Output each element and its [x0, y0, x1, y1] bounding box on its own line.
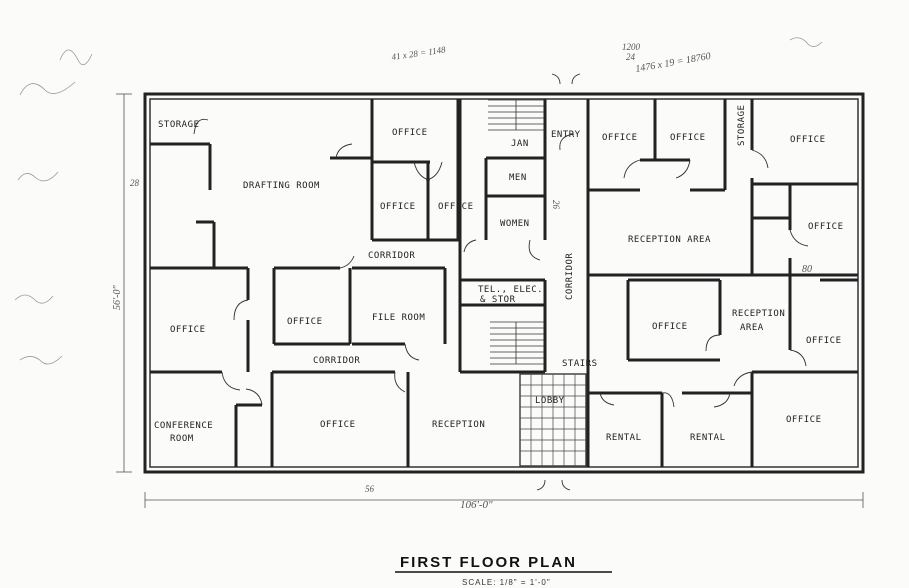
room-label-conference-2: ROOM — [170, 434, 194, 444]
room-label-corridor-bottom: CORRIDOR — [313, 356, 360, 366]
door-swings — [193, 73, 809, 491]
room-label-office-center-left: OFFICE — [287, 317, 323, 327]
exterior-wall — [143, 92, 865, 474]
stair-bottom — [490, 321, 545, 365]
room-label-drafting: DRAFTING ROOM — [243, 181, 320, 191]
drawing-title: FIRST FLOOR PLAN — [400, 554, 577, 571]
room-label-office-r7: OFFICE — [786, 415, 822, 425]
room-label-office-r6: OFFICE — [806, 336, 842, 346]
room-label-rental-1: RENTAL — [606, 433, 642, 443]
dimension-56: 56 — [365, 484, 375, 494]
room-label-office-top: OFFICE — [392, 128, 428, 138]
note-80: 80 — [802, 264, 812, 275]
room-label-stairs: STAIRS — [562, 359, 598, 369]
room-label-storage-right: STORAGE — [737, 105, 747, 146]
room-label-office-r3: OFFICE — [790, 135, 826, 145]
stair-top — [488, 99, 545, 131]
lobby-tile-grid — [519, 373, 587, 467]
dimension-width: 106'-0" — [460, 499, 493, 511]
room-label-corridor-top: CORRIDOR — [368, 251, 415, 261]
room-label-file-room: FILE ROOM — [372, 313, 425, 323]
note-calc: 1476 x 19 = 18760 — [635, 51, 712, 75]
drawing-scale: SCALE: 1/8" = 1'-0" — [462, 578, 551, 587]
exterior-wall-inner — [149, 98, 859, 468]
room-label-conference: CONFERENCE — [154, 421, 213, 431]
room-label-reception-left: RECEPTION — [432, 420, 485, 430]
room-label-corridor-vertical: CORRIDOR — [565, 253, 575, 300]
dimension-26: 26 — [551, 200, 561, 210]
room-label-office-r1: OFFICE — [602, 133, 638, 143]
room-label-tel-elec: TEL., ELEC. — [478, 285, 543, 295]
note-calc-top: 1200 — [622, 42, 641, 52]
right-wing-walls — [586, 99, 858, 467]
room-label-office-r5: OFFICE — [652, 322, 688, 332]
room-label-reception-area-mid: RECEPTION — [732, 309, 785, 319]
room-label-office-left: OFFICE — [170, 325, 206, 335]
dimension-lines — [116, 93, 864, 508]
room-label-reception-area-mid2: AREA — [740, 323, 764, 333]
room-label-entry: ENTRY — [551, 130, 581, 140]
note-calc-top-2: 24 — [626, 52, 636, 62]
room-label-tel-stor: & STOR — [480, 295, 516, 305]
margin-scribbles — [14, 37, 823, 365]
room-label-office-mid-b: OFFICE — [438, 202, 474, 212]
room-label-office-mid-a: OFFICE — [380, 202, 416, 212]
room-label-women: WOMEN — [500, 219, 530, 229]
left-wing-walls — [150, 99, 547, 467]
room-label-office-r4: OFFICE — [808, 222, 844, 232]
room-label-lobby: LOBBY — [535, 396, 565, 406]
room-label-rental-2: RENTAL — [690, 433, 726, 443]
room-label-jan: JAN — [511, 139, 529, 149]
room-label-storage-left: STORAGE — [158, 120, 199, 130]
room-label-office-bottom: OFFICE — [320, 420, 356, 430]
room-label-reception-area-top: RECEPTION AREA — [628, 235, 711, 245]
room-label-office-r2: OFFICE — [670, 133, 706, 143]
dimension-28: 28 — [130, 178, 140, 188]
room-label-men: MEN — [509, 173, 527, 183]
dimension-depth: 56'-0" — [112, 285, 123, 310]
note-dims-top: 41 x 28 = 1148 — [391, 44, 447, 62]
